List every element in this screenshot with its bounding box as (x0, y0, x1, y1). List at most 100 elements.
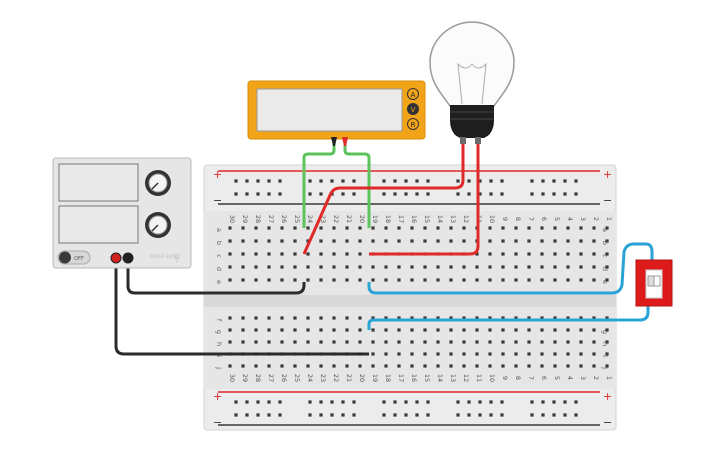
hole-h22[interactable] (332, 340, 336, 344)
rail-hole-1[interactable] (245, 192, 249, 196)
rail-hole-3[interactable] (574, 413, 578, 417)
rail-hole-3[interactable] (404, 413, 408, 417)
hole-a25[interactable] (293, 226, 297, 230)
hole-a5[interactable] (553, 226, 557, 230)
rail-hole-1[interactable] (500, 192, 504, 196)
rail-hole-3[interactable] (267, 413, 271, 417)
rail-hole-3[interactable] (234, 413, 238, 417)
rail-hole-0[interactable] (278, 179, 282, 183)
hole-f15[interactable] (423, 316, 427, 320)
hole-h14[interactable] (436, 340, 440, 344)
rail-hole-2[interactable] (552, 400, 556, 404)
hole-i14[interactable] (436, 352, 440, 356)
hole-e18[interactable] (384, 278, 388, 282)
hole-f14[interactable] (436, 316, 440, 320)
rail-hole-3[interactable] (330, 413, 334, 417)
hole-b8[interactable] (514, 239, 518, 243)
rail-hole-0[interactable] (530, 179, 534, 183)
hole-c4[interactable] (566, 252, 570, 256)
hole-f11[interactable] (475, 316, 479, 320)
hole-e20[interactable] (358, 278, 362, 282)
hole-d14[interactable] (436, 265, 440, 269)
hole-h27[interactable] (267, 340, 271, 344)
hole-i4[interactable] (566, 352, 570, 356)
hole-a12[interactable] (462, 226, 466, 230)
multimeter[interactable]: A V R (247, 80, 426, 146)
hole-g8[interactable] (514, 328, 518, 332)
hole-c3[interactable] (579, 252, 583, 256)
hole-b23[interactable] (319, 239, 323, 243)
rail-hole-1[interactable] (563, 192, 567, 196)
hole-j15[interactable] (423, 364, 427, 368)
hole-i12[interactable] (462, 352, 466, 356)
power-supply[interactable]: OFF POWER SUPPLY (52, 157, 192, 269)
rail-hole-2[interactable] (352, 400, 356, 404)
hole-c7[interactable] (527, 252, 531, 256)
hole-b1[interactable] (605, 239, 609, 243)
hole-e29[interactable] (241, 278, 245, 282)
rail-hole-0[interactable] (467, 179, 471, 183)
hole-a16[interactable] (410, 226, 414, 230)
hole-j10[interactable] (488, 364, 492, 368)
hole-b28[interactable] (254, 239, 258, 243)
hole-i1[interactable] (605, 352, 609, 356)
rail-hole-3[interactable] (415, 413, 419, 417)
hole-i5[interactable] (553, 352, 557, 356)
hole-g1[interactable] (605, 328, 609, 332)
hole-g22[interactable] (332, 328, 336, 332)
hole-f7[interactable] (527, 316, 531, 320)
rail-hole-0[interactable] (267, 179, 271, 183)
rail-hole-2[interactable] (308, 400, 312, 404)
hole-h3[interactable] (579, 340, 583, 344)
hole-f23[interactable] (319, 316, 323, 320)
hole-g15[interactable] (423, 328, 427, 332)
hole-e3[interactable] (579, 278, 583, 282)
rail-hole-2[interactable] (530, 400, 534, 404)
rail-hole-3[interactable] (489, 413, 493, 417)
rail-hole-1[interactable] (319, 192, 323, 196)
rail-hole-1[interactable] (426, 192, 430, 196)
hole-f6[interactable] (540, 316, 544, 320)
hole-c30[interactable] (228, 252, 232, 256)
hole-c28[interactable] (254, 252, 258, 256)
hole-i15[interactable] (423, 352, 427, 356)
hole-b2[interactable] (592, 239, 596, 243)
hole-g24[interactable] (306, 328, 310, 332)
hole-i7[interactable] (527, 352, 531, 356)
hole-c10[interactable] (488, 252, 492, 256)
rail-hole-1[interactable] (574, 192, 578, 196)
hole-a3[interactable] (579, 226, 583, 230)
hole-c6[interactable] (540, 252, 544, 256)
hole-e8[interactable] (514, 278, 518, 282)
hole-b29[interactable] (241, 239, 245, 243)
hole-d4[interactable] (566, 265, 570, 269)
hole-h15[interactable] (423, 340, 427, 344)
hole-i19[interactable] (371, 352, 375, 356)
rail-hole-1[interactable] (308, 192, 312, 196)
hole-a27[interactable] (267, 226, 271, 230)
rail-hole-0[interactable] (319, 179, 323, 183)
hole-c20[interactable] (358, 252, 362, 256)
hole-c9[interactable] (501, 252, 505, 256)
hole-i18[interactable] (384, 352, 388, 356)
rail-hole-1[interactable] (552, 192, 556, 196)
hole-j22[interactable] (332, 364, 336, 368)
hole-h5[interactable] (553, 340, 557, 344)
hole-g3[interactable] (579, 328, 583, 332)
hole-c1[interactable] (605, 252, 609, 256)
hole-j5[interactable] (553, 364, 557, 368)
hole-f17[interactable] (397, 316, 401, 320)
rail-hole-2[interactable] (330, 400, 334, 404)
hole-h28[interactable] (254, 340, 258, 344)
hole-j17[interactable] (397, 364, 401, 368)
multimeter-probe-black-icon[interactable] (331, 137, 337, 146)
hole-g17[interactable] (397, 328, 401, 332)
slide-switch-icon[interactable] (635, 259, 673, 307)
hole-c24[interactable] (306, 252, 310, 256)
hole-a4[interactable] (566, 226, 570, 230)
hole-c25[interactable] (293, 252, 297, 256)
hole-e30[interactable] (228, 278, 232, 282)
rail-hole-3[interactable] (319, 413, 323, 417)
hole-e25[interactable] (293, 278, 297, 282)
